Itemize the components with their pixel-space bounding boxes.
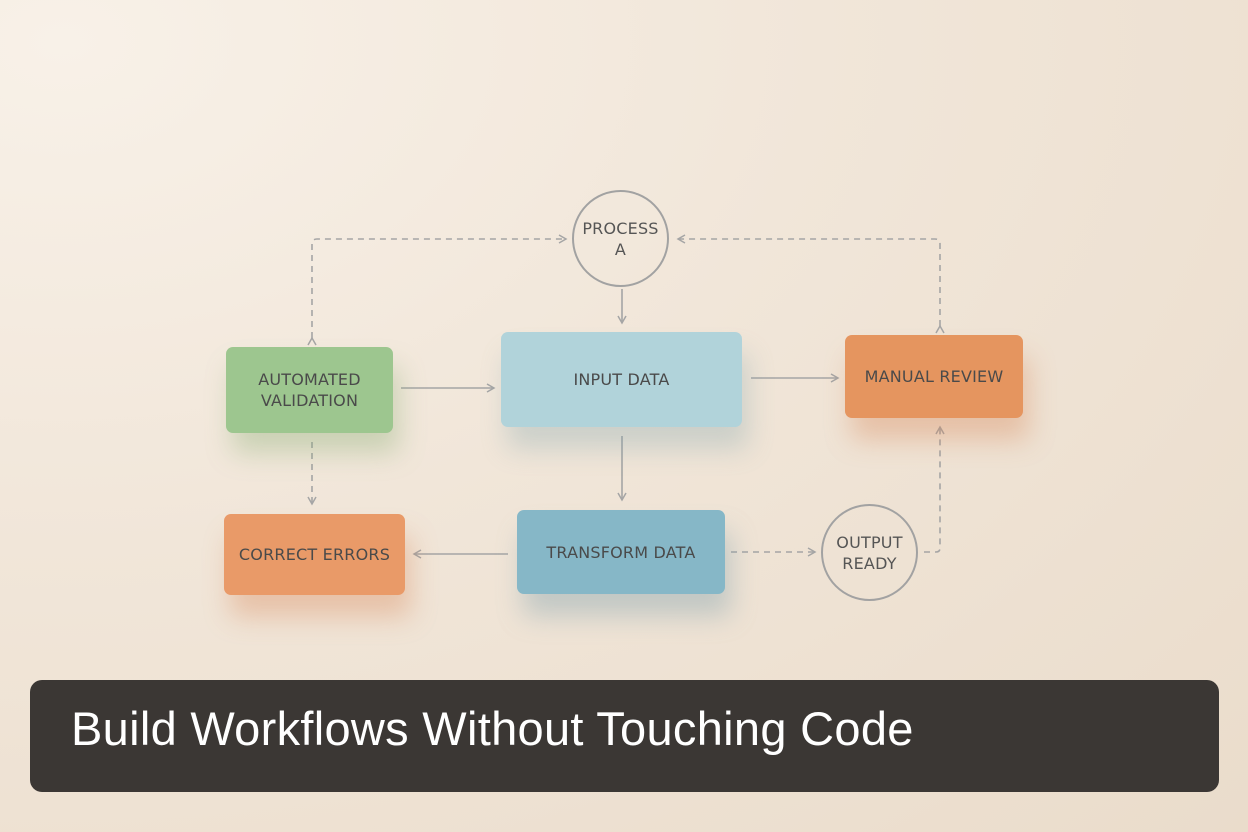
node-input-data: INPUT DATA [501, 332, 742, 427]
arrow-automated-to-process [307, 234, 568, 346]
node-transform-data: TRANSFORM DATA [517, 510, 725, 594]
node-correct-errors: CORRECT ERRORS [224, 514, 405, 595]
node-manual-review: MANUAL REVIEW [845, 335, 1023, 418]
arrow-output-to-manual [924, 425, 945, 553]
caption-title: Build Workflows Without Touching Code [71, 701, 914, 755]
caption-bar: Build Workflows Without Touching Code [30, 680, 1219, 792]
arrow-manual-to-process [676, 234, 945, 334]
node-process-a: PROCESS A [572, 190, 669, 287]
node-output-ready: OUTPUT READY [821, 504, 918, 601]
node-automated-validation: AUTOMATED VALIDATION [226, 347, 393, 433]
